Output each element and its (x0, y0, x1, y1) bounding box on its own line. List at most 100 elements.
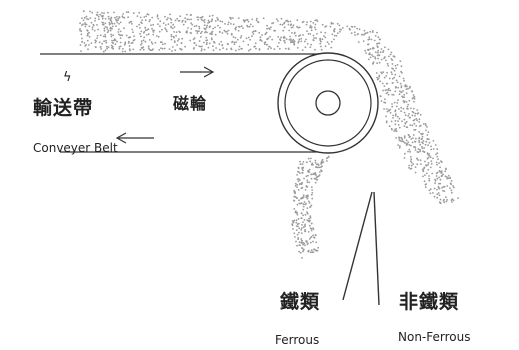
particle-dot (354, 34, 356, 36)
particle-dot (259, 39, 261, 42)
particle-dot (151, 49, 153, 52)
particle-dot (209, 25, 212, 28)
particle-dot (191, 23, 194, 26)
particle-dot (280, 17, 283, 20)
particle-dot (391, 67, 393, 70)
particle-dot (214, 26, 217, 29)
particle-dot (80, 30, 83, 33)
particle-dot (387, 64, 390, 67)
particle-dot (132, 31, 134, 34)
particle-dot (255, 47, 257, 50)
particle-dot (99, 46, 102, 48)
particle-dot (172, 23, 175, 26)
particle-dot (309, 219, 311, 222)
particle-dot (421, 147, 424, 150)
particle-dot (439, 178, 442, 181)
particle-dot (166, 18, 168, 21)
particle-dot (370, 38, 373, 41)
particle-dot (309, 205, 312, 208)
particle-dot (401, 120, 403, 123)
particle-dot (283, 22, 285, 25)
particle-dot (412, 134, 415, 136)
particle-dot (320, 40, 322, 43)
particle-dot (247, 43, 250, 46)
particle-dot (298, 38, 301, 41)
particle-dot (319, 171, 321, 173)
particle-dot (349, 28, 351, 31)
particle-dot (287, 23, 290, 26)
particle-dot (304, 244, 306, 247)
particle-dot (119, 41, 122, 44)
particle-dot (383, 85, 386, 87)
particle-dot (115, 18, 117, 21)
particle-dot (408, 148, 411, 151)
particle-dot (84, 22, 86, 24)
particle-dot (109, 18, 112, 21)
particle-dot (429, 192, 432, 195)
particle-dot (378, 75, 381, 78)
particle-dot (218, 30, 221, 33)
particle-dot (86, 32, 89, 35)
particle-dot (101, 12, 103, 14)
particle-dot (125, 34, 128, 37)
particle-dot (300, 229, 303, 231)
particle-dot (324, 45, 327, 47)
particle-dot (203, 24, 206, 27)
particle-dot (432, 148, 435, 150)
particle-dot (313, 26, 316, 29)
particle-dot (438, 182, 440, 185)
particle-dot (213, 41, 216, 43)
particle-dot (226, 43, 229, 45)
particle-dot (118, 16, 121, 19)
particle-dot (132, 12, 135, 15)
material-particles (79, 10, 459, 259)
particle-dot (162, 22, 165, 25)
particle-dot (187, 27, 189, 29)
particle-dot (301, 167, 303, 169)
particle-dot (416, 163, 419, 166)
particle-dot (408, 99, 411, 102)
particle-dot (118, 47, 121, 50)
particle-dot (369, 56, 372, 59)
particle-dot (124, 50, 127, 53)
particle-dot (87, 48, 89, 51)
particle-dot (102, 35, 105, 38)
particle-dot (276, 45, 279, 48)
particle-dot (99, 34, 102, 37)
particle-dot (412, 137, 414, 140)
particle-dot (302, 203, 305, 206)
particle-dot (388, 125, 391, 128)
particle-dot (393, 130, 395, 132)
particle-dot (302, 208, 305, 211)
particle-dot (403, 96, 405, 98)
particle-dot (104, 35, 107, 38)
particle-dot (415, 125, 418, 127)
particle-dot (159, 41, 162, 44)
particle-dot (152, 23, 155, 26)
particle-dot (97, 15, 100, 18)
particle-dot (306, 21, 308, 24)
particle-dot (314, 159, 317, 162)
particle-dot (299, 34, 302, 37)
particle-dot (376, 76, 378, 79)
particle-dot (304, 228, 306, 231)
particle-dot (302, 194, 305, 197)
particle-dot (413, 118, 416, 121)
particle-dot (139, 48, 142, 51)
particle-dot (205, 43, 208, 46)
particle-dot (376, 45, 379, 48)
particle-dot (413, 96, 416, 98)
particle-dot (385, 75, 388, 77)
particle-dot (200, 18, 203, 21)
particle-dot (169, 13, 172, 16)
particle-dot (138, 23, 141, 26)
particle-dot (306, 195, 309, 198)
particle-dot (382, 89, 384, 92)
particle-dot (333, 34, 336, 37)
particle-dot (400, 106, 403, 109)
particle-dot (123, 27, 125, 30)
particle-dot (309, 24, 312, 27)
particle-dot (403, 79, 405, 82)
particle-dot (439, 202, 442, 205)
particle-dot (198, 40, 201, 42)
